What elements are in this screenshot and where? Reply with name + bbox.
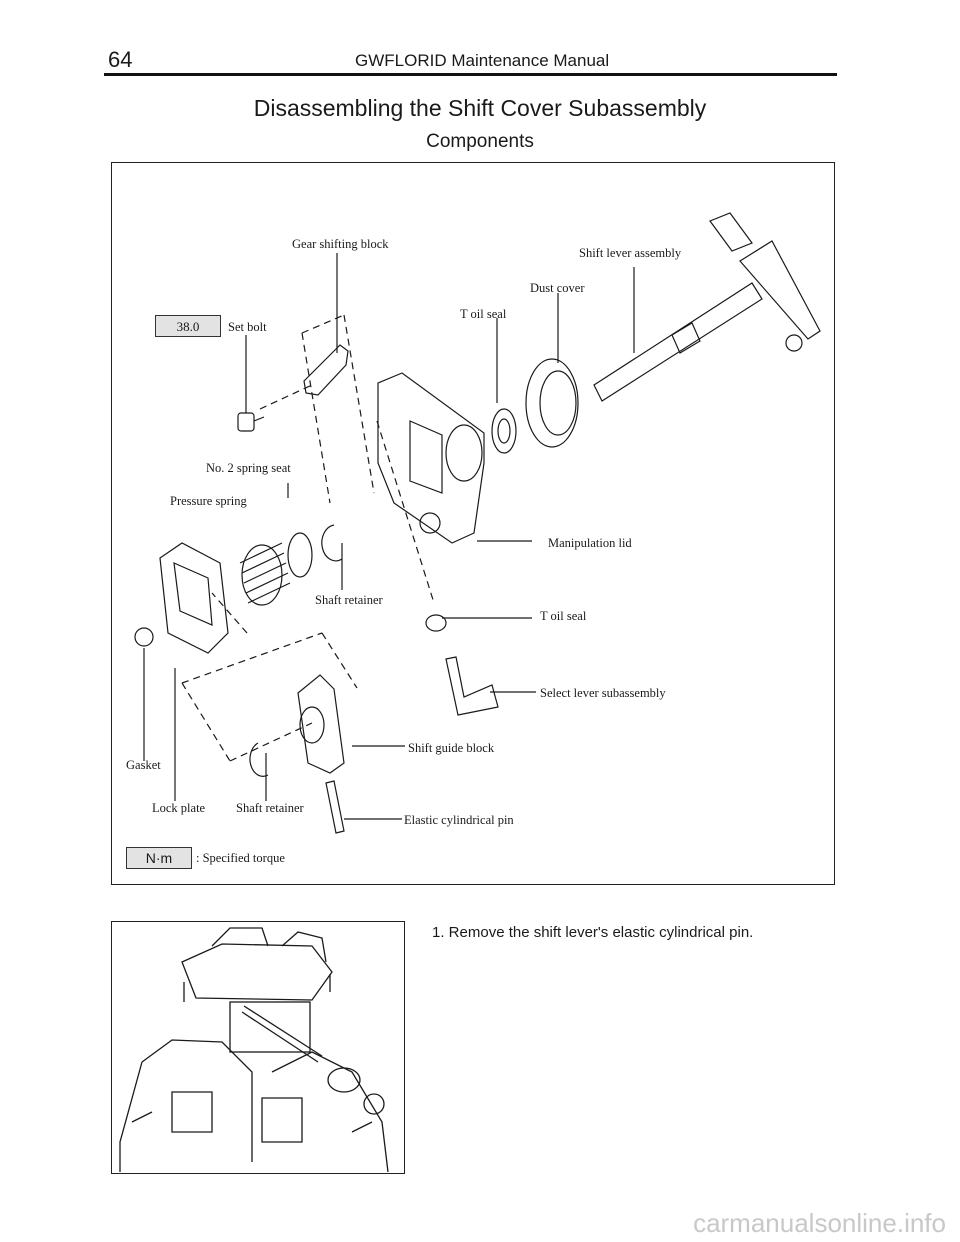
header-rule: [104, 73, 837, 76]
label-set-bolt: Set bolt: [228, 320, 267, 334]
section-title: Disassembling the Shift Cover Subassembl…: [253, 95, 707, 121]
label-shaft-retainer-bottom: Shaft retainer: [236, 801, 304, 815]
page-number: 64: [108, 47, 133, 72]
label-no2-spring-seat: No. 2 spring seat: [206, 461, 291, 475]
step-1-text: 1. Remove the shift lever's elastic cyli…: [432, 924, 754, 941]
pin-removal-drawing: [119, 927, 389, 1173]
legend-text: : Specified torque: [196, 851, 285, 865]
components-diagram: Gear shifting block Shift lever assembly…: [111, 162, 835, 885]
label-shift-lever-assembly: Shift lever assembly: [579, 246, 682, 260]
procedure-illustration: [111, 921, 405, 1174]
label-gear-shifting-block: Gear shifting block: [292, 237, 389, 251]
label-shift-guide-block: Shift guide block: [408, 741, 495, 755]
exploded-view-drawing: [134, 212, 821, 834]
torque-value-box: 38.0: [155, 315, 221, 337]
label-elastic-cylindrical-pin: Elastic cylindrical pin: [404, 813, 514, 827]
manual-title: GWFLORID Maintenance Manual: [355, 51, 610, 70]
label-shaft-retainer-top: Shaft retainer: [315, 593, 383, 607]
label-gasket: Gasket: [126, 758, 161, 772]
label-t-oil-seal-top: T oil seal: [460, 307, 507, 321]
legend-unit-box: N·m: [126, 847, 192, 869]
label-lock-plate: Lock plate: [152, 801, 206, 815]
label-pressure-spring: Pressure spring: [170, 494, 247, 508]
label-manipulation-lid: Manipulation lid: [548, 536, 632, 550]
label-dust-cover: Dust cover: [530, 281, 585, 295]
sub-title: Components: [426, 131, 534, 152]
label-select-lever-subassembly: Select lever subassembly: [540, 686, 666, 700]
watermark: carmanualsonline.info: [693, 1208, 946, 1238]
label-t-oil-seal-bottom: T oil seal: [540, 609, 587, 623]
